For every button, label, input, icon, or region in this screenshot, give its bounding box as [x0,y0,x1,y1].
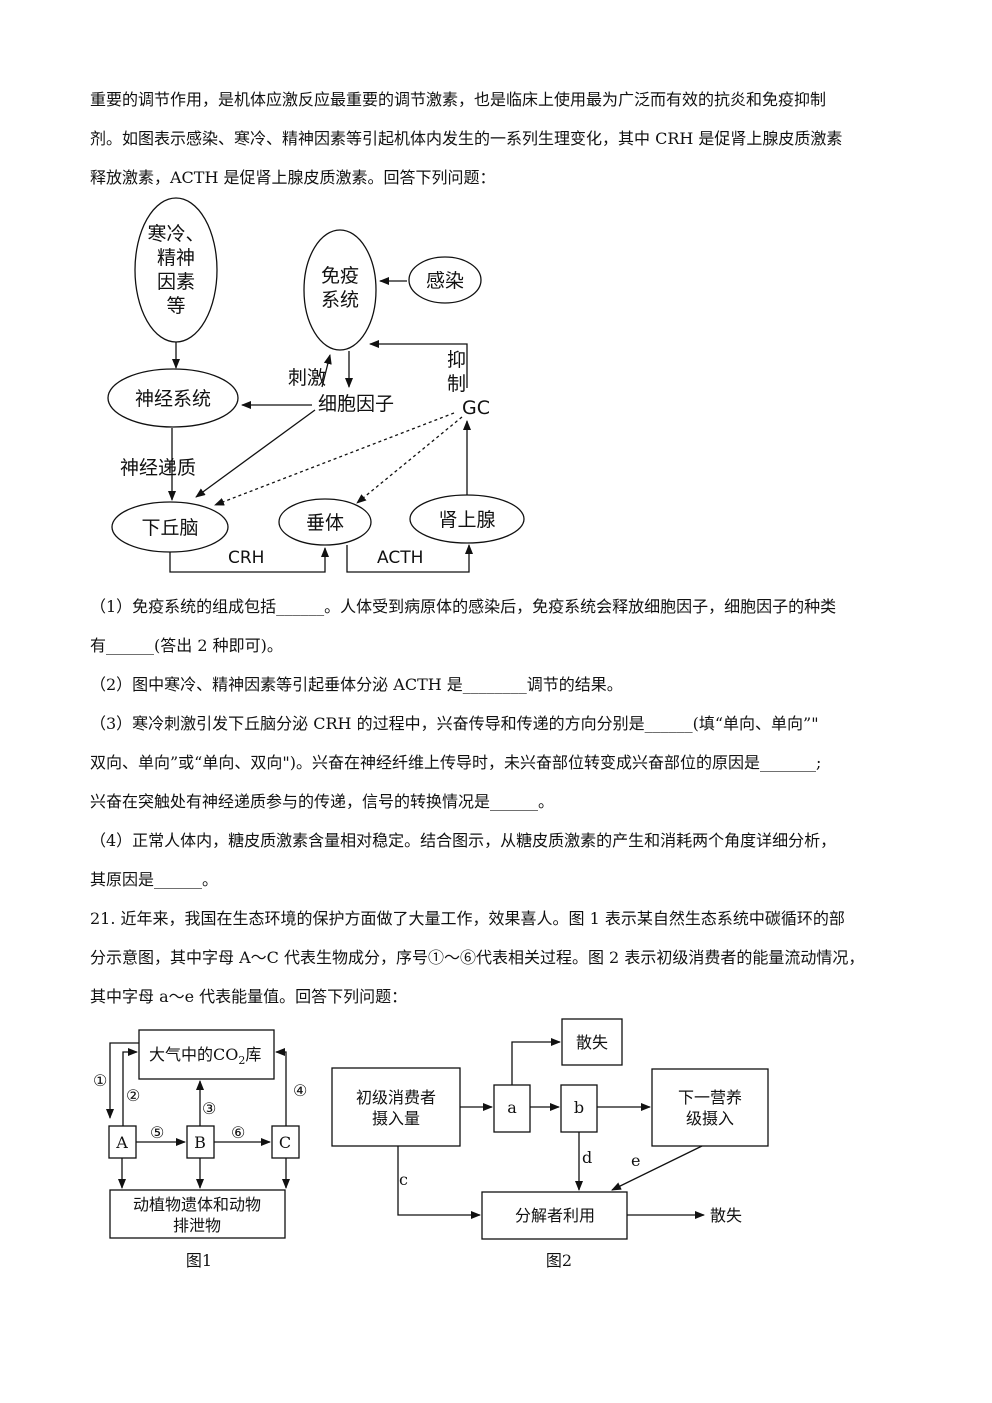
crh-label: CRH [228,548,264,568]
question-1-line-1: （1）免疫系统的组成包括______。人体受到病原体的感染后，免疫系统会释放细胞… [90,597,837,616]
process-2-label: ② [126,1086,140,1105]
process-6-label: ⑥ [231,1123,245,1142]
question-4-line-2: 其原因是______。 [90,870,219,889]
process-5-label: ⑤ [150,1123,164,1142]
intake-box [331,1067,461,1147]
infection-node [408,256,482,304]
nervous-system-label: 神经系统 [135,388,211,410]
process-1-label: ① [93,1071,107,1090]
next-level-label-2: 级摄入 [686,1109,734,1128]
next-level-box [651,1068,769,1147]
process-3-label: ③ [202,1099,216,1118]
neurotransmitter-label: 神经递质 [120,457,196,479]
q21-line-2: 分示意图，其中字母 A～C 代表生物成分，序号①～⑥代表相关过程。图 2 表示初… [90,948,865,967]
immune-label-2: 系统 [321,289,359,311]
question-4-line-1: （4）正常人体内，糖皮质激素含量相对稳定。结合图示，从糖皮质激素的产生和消耗两个… [90,831,837,850]
e-label: e [631,1151,640,1170]
B-label: B [194,1133,206,1152]
pituitary-label: 垂体 [306,512,344,534]
C-label: C [279,1133,291,1152]
b-label: b [574,1098,584,1117]
next-level-label-1: 下一营养 [678,1088,742,1107]
question-3-line-1: （3）寒冷刺激引发下丘脑分泌 CRH 的过程中，兴奋传导和传递的方向分别是___… [90,714,819,733]
immune-label-1: 免疫 [321,265,359,287]
cold-label-3: 因素 [157,271,195,293]
a-label: a [507,1098,517,1117]
remains-label-1: 动植物遗体和动物 [133,1195,261,1214]
adrenal-label: 肾上腺 [438,509,495,531]
remains-label-2: 排泄物 [173,1216,221,1235]
cytokine-label: 细胞因子 [318,393,394,415]
intro-line-3: 释放激素，ACTH 是促肾上腺皮质激素。回答下列问题： [90,168,496,187]
figure-1-caption: 图1 [186,1251,212,1270]
cold-label-2: 精神 [157,247,195,269]
c-label: c [399,1170,408,1189]
intake-label-1: 初级消费者 [356,1088,436,1107]
infection-label: 感染 [426,270,464,292]
intro-line-1: 重要的调节作用，是机体应激反应最重要的调节激素，也是临床上使用最为广泛而有效的抗… [90,90,827,109]
immune-system-node [303,229,377,351]
question-3-line-3: 兴奋在突触处有神经递质参与的传递，信号的转换情况是______。 [90,792,555,811]
intro-line-2: 剂。如图表示感染、寒冷、精神因素等引起机体内发生的一系列生理变化，其中 CRH … [90,129,843,148]
intake-label-2: 摄入量 [372,1109,420,1128]
decomposer-label: 分解者利用 [515,1206,595,1225]
remains-box [109,1189,286,1239]
pituitary-node [278,498,372,546]
question-2: （2）图中寒冷、精神因素等引起垂体分泌 ACTH 是________调节的结果。 [90,675,623,694]
loss-top-label: 散失 [576,1033,608,1052]
loss-top-box [561,1018,623,1066]
gc-label: GC [462,397,490,419]
d-label: d [582,1148,592,1167]
atmosphere-co2-box [138,1029,275,1080]
figure-2-caption: 图2 [546,1251,572,1270]
question-3-line-2: 双向、单向”或“单向、双向")。兴奋在神经纤维上传导时，未兴奋部位转变成兴奋部位… [90,753,822,772]
loss-right-label: 散失 [710,1206,742,1225]
hypothalamus-label: 下丘脑 [141,517,198,539]
cold-label-1: 寒冷、 [147,223,204,245]
A-label: A [115,1133,128,1152]
cold-label-4: 等 [166,295,185,317]
question-1-line-2: 有______(答出 2 种即可)。 [90,636,283,655]
nervous-system-node [107,368,239,428]
process-4-label: ④ [293,1081,307,1100]
q21-line-1: 21. 近年来，我国在生态环境的保护方面做了大量工作，效果喜人。图 1 表示某自… [90,909,845,928]
q21-line-3: 其中字母 a～e 代表能量值。回答下列问题： [90,987,408,1006]
inhibit-label-2: 制 [447,373,466,395]
atmosphere-label: 大气中的CO2库 [149,1045,261,1067]
inhibit-label-1: 抑 [447,349,466,371]
acth-label: ACTH [377,548,423,568]
stimulate-label: 刺激 [288,367,326,389]
